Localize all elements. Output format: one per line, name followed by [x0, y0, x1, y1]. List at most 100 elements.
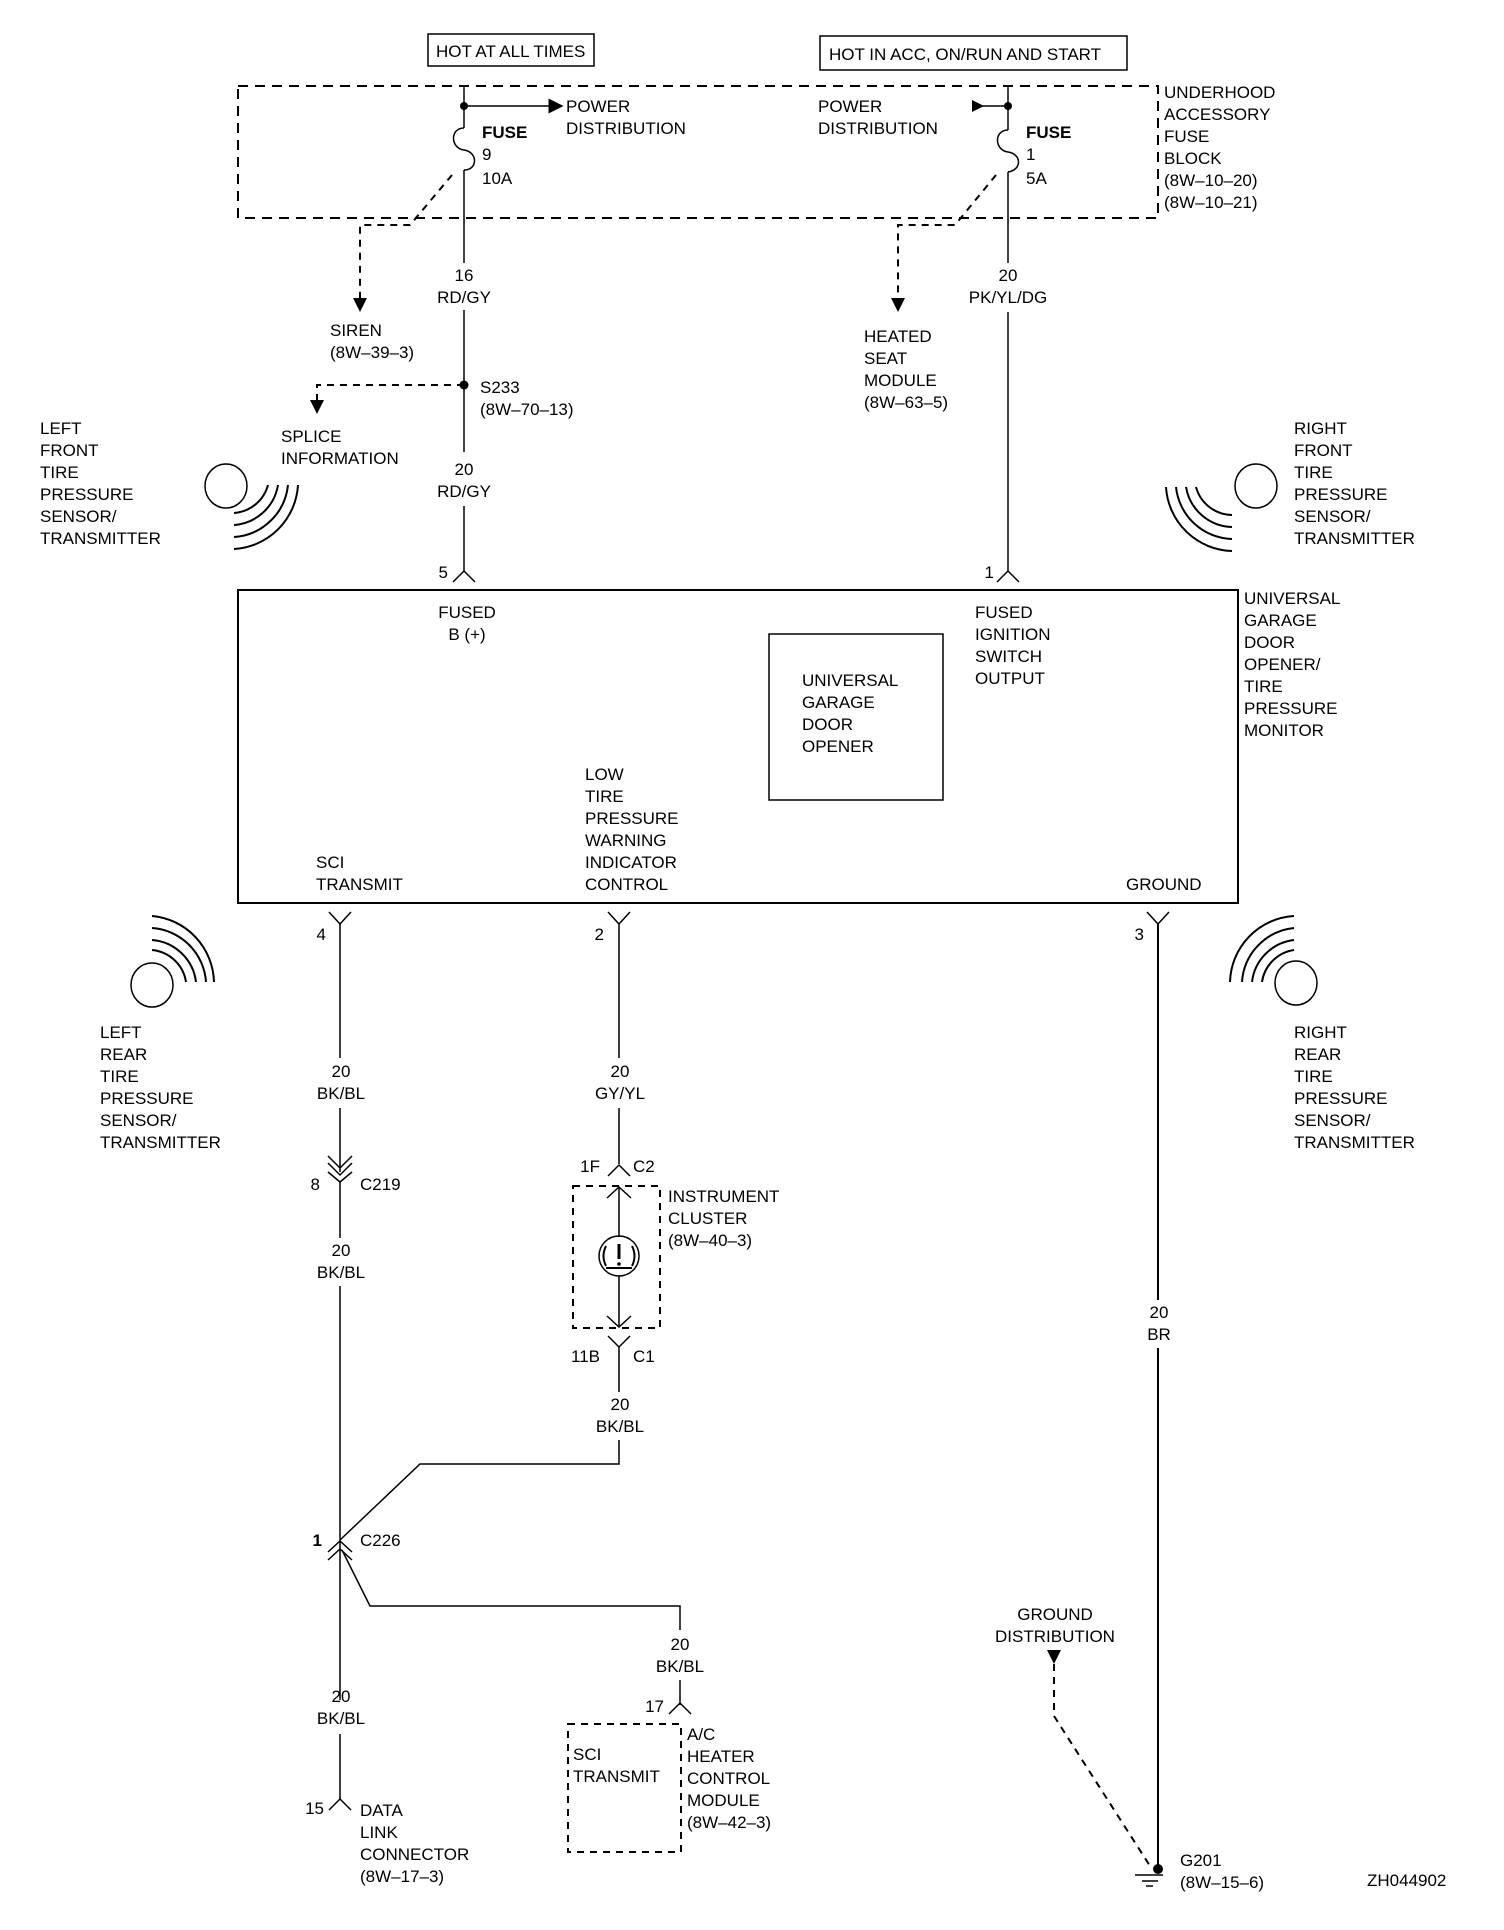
svg-text:TIRE: TIRE [585, 787, 624, 806]
svg-text:FUSE: FUSE [482, 123, 527, 142]
svg-text:BK/BL: BK/BL [317, 1709, 365, 1728]
svg-text:POWER: POWER [566, 97, 630, 116]
splice-s233-label: S233 (8W–70–13) [480, 378, 574, 419]
svg-text:SEAT: SEAT [864, 349, 907, 368]
svg-text:HOT IN ACC, ON/RUN AND START: HOT IN ACC, ON/RUN AND START [829, 45, 1101, 64]
hot-at-all-times-label: HOT AT ALL TIMES [427, 33, 595, 67]
splice-info-arrow-icon [310, 400, 324, 414]
svg-text:CLUSTER: CLUSTER [668, 1209, 747, 1228]
svg-text:B (+): B (+) [448, 625, 485, 644]
power-distribution-right: POWER DISTRIBUTION [818, 97, 938, 138]
pin-4-label: SCI TRANSMIT [316, 853, 403, 894]
svg-text:MODULE: MODULE [687, 1791, 760, 1810]
tpm-module-name: UNIVERSAL GARAGE DOOR OPENER/ TIRE PRESS… [1244, 589, 1340, 740]
svg-text:SENSOR/: SENSOR/ [40, 507, 117, 526]
svg-text:PK/YL/DG: PK/YL/DG [969, 288, 1047, 307]
svg-text:LEFT: LEFT [40, 419, 82, 438]
svg-text:BLOCK: BLOCK [1164, 149, 1222, 168]
svg-text:WARNING: WARNING [585, 831, 667, 850]
svg-text:CONTROL: CONTROL [585, 875, 668, 894]
fuse-block-name: UNDERHOOD ACCESSORY FUSE BLOCK (8W–10–20… [1164, 83, 1275, 212]
svg-text:20: 20 [1150, 1303, 1169, 1322]
data-link-connector-label: DATA LINK CONNECTOR (8W–17–3) [360, 1801, 469, 1886]
heated-seat-arrow-icon [891, 298, 905, 312]
svg-text:TIRE: TIRE [1294, 1067, 1333, 1086]
svg-text:TRANSMIT: TRANSMIT [316, 875, 403, 894]
pin-2-connector [607, 911, 631, 926]
instrument-cluster-label: INSTRUMENT CLUSTER (8W–40–3) [668, 1187, 779, 1250]
svg-text:HEATER: HEATER [687, 1747, 755, 1766]
svg-text:DISTRIBUTION: DISTRIBUTION [995, 1627, 1115, 1646]
pin-2-number: 2 [595, 925, 604, 944]
svg-text:HOT AT ALL TIMES: HOT AT ALL TIMES [436, 42, 585, 61]
svg-text:ACCESSORY: ACCESSORY [1164, 105, 1270, 124]
siren-arrow-icon [353, 298, 367, 312]
svg-text:PRESSURE: PRESSURE [100, 1089, 194, 1108]
c1-name: C1 [633, 1347, 655, 1366]
svg-text:PRESSURE: PRESSURE [40, 485, 134, 504]
svg-text:RD/GY: RD/GY [437, 288, 491, 307]
ground-g201-dot [1153, 1864, 1163, 1874]
instrument-cluster-outline [572, 1185, 661, 1329]
svg-text:SENSOR/: SENSOR/ [1294, 1111, 1371, 1130]
svg-text:IGNITION: IGNITION [975, 625, 1051, 644]
fuse-9: FUSE 9 10A [452, 86, 527, 218]
wire-20-bkbl-c: 20 BK/BL [596, 1395, 644, 1436]
svg-text:TRANSMITTER: TRANSMITTER [1294, 529, 1415, 548]
svg-text:PRESSURE: PRESSURE [1294, 1089, 1388, 1108]
svg-text:(8W–17–3): (8W–17–3) [360, 1867, 444, 1886]
garage-door-opener-box [768, 633, 944, 801]
svg-text:20: 20 [999, 266, 1018, 285]
wire-20-gyyl: 20 GY/YL [595, 1062, 645, 1103]
wire-16-rdgy: 16 RD/GY [437, 266, 491, 307]
svg-text:9: 9 [482, 145, 491, 164]
svg-text:RIGHT: RIGHT [1294, 1023, 1347, 1042]
svg-text:LINK: LINK [360, 1823, 398, 1842]
pin-15-connector [328, 1797, 352, 1811]
svg-text:FRONT: FRONT [1294, 441, 1353, 460]
svg-text:INSTRUMENT: INSTRUMENT [668, 1187, 779, 1206]
svg-text:20: 20 [611, 1062, 630, 1081]
svg-text:OUTPUT: OUTPUT [975, 669, 1045, 688]
svg-text:BK/BL: BK/BL [656, 1657, 704, 1676]
power-distribution-arrow-right [972, 100, 984, 112]
svg-text:GARAGE: GARAGE [1244, 611, 1317, 630]
pin-5-label: FUSED B (+) [438, 603, 496, 644]
svg-text:FRONT: FRONT [40, 441, 99, 460]
svg-text:TIRE: TIRE [100, 1067, 139, 1086]
svg-text:TIRE: TIRE [40, 463, 79, 482]
pin-3-connector [1146, 911, 1170, 926]
c226-name: C226 [360, 1531, 401, 1550]
svg-text:TRANSMIT: TRANSMIT [573, 1767, 660, 1786]
svg-text:TRANSMITTER: TRANSMITTER [100, 1133, 221, 1152]
pin-3-label: GROUND [1126, 875, 1202, 894]
ground-distribution-dashed-path [1053, 1664, 1151, 1867]
svg-text:REAR: REAR [1294, 1045, 1341, 1064]
svg-text:20: 20 [332, 1062, 351, 1081]
svg-text:LOW: LOW [585, 765, 624, 784]
svg-text:MODULE: MODULE [864, 371, 937, 390]
tire-pressure-warning-lamp-icon [598, 1235, 640, 1277]
c2-pin: 1F [580, 1157, 600, 1176]
pin-1-number: 1 [985, 563, 994, 582]
svg-text:FUSED: FUSED [975, 603, 1033, 622]
svg-text:SENSOR/: SENSOR/ [1294, 507, 1371, 526]
svg-text:INFORMATION: INFORMATION [281, 449, 399, 468]
pin-4-number: 4 [317, 925, 326, 944]
svg-text:20: 20 [671, 1635, 690, 1654]
svg-text:(8W–42–3): (8W–42–3) [687, 1813, 771, 1832]
svg-text:(8W–40–3): (8W–40–3) [668, 1231, 752, 1250]
svg-text:20: 20 [332, 1687, 351, 1706]
right-front-sensor-icon [1165, 463, 1278, 552]
svg-text:FUSE: FUSE [1164, 127, 1209, 146]
svg-text:(8W–63–5): (8W–63–5) [864, 393, 948, 412]
svg-text:POWER: POWER [818, 97, 882, 116]
pin-17-connector [668, 1701, 692, 1715]
svg-text:16: 16 [455, 266, 474, 285]
ground-distribution-label: GROUND DISTRIBUTION [995, 1605, 1115, 1646]
ground-distribution-arrow-icon [1047, 1650, 1061, 1664]
svg-text:20: 20 [455, 460, 474, 479]
svg-text:UNDERHOOD: UNDERHOOD [1164, 83, 1275, 102]
wire-20-bkbl-e: 20 BK/BL [656, 1635, 704, 1676]
